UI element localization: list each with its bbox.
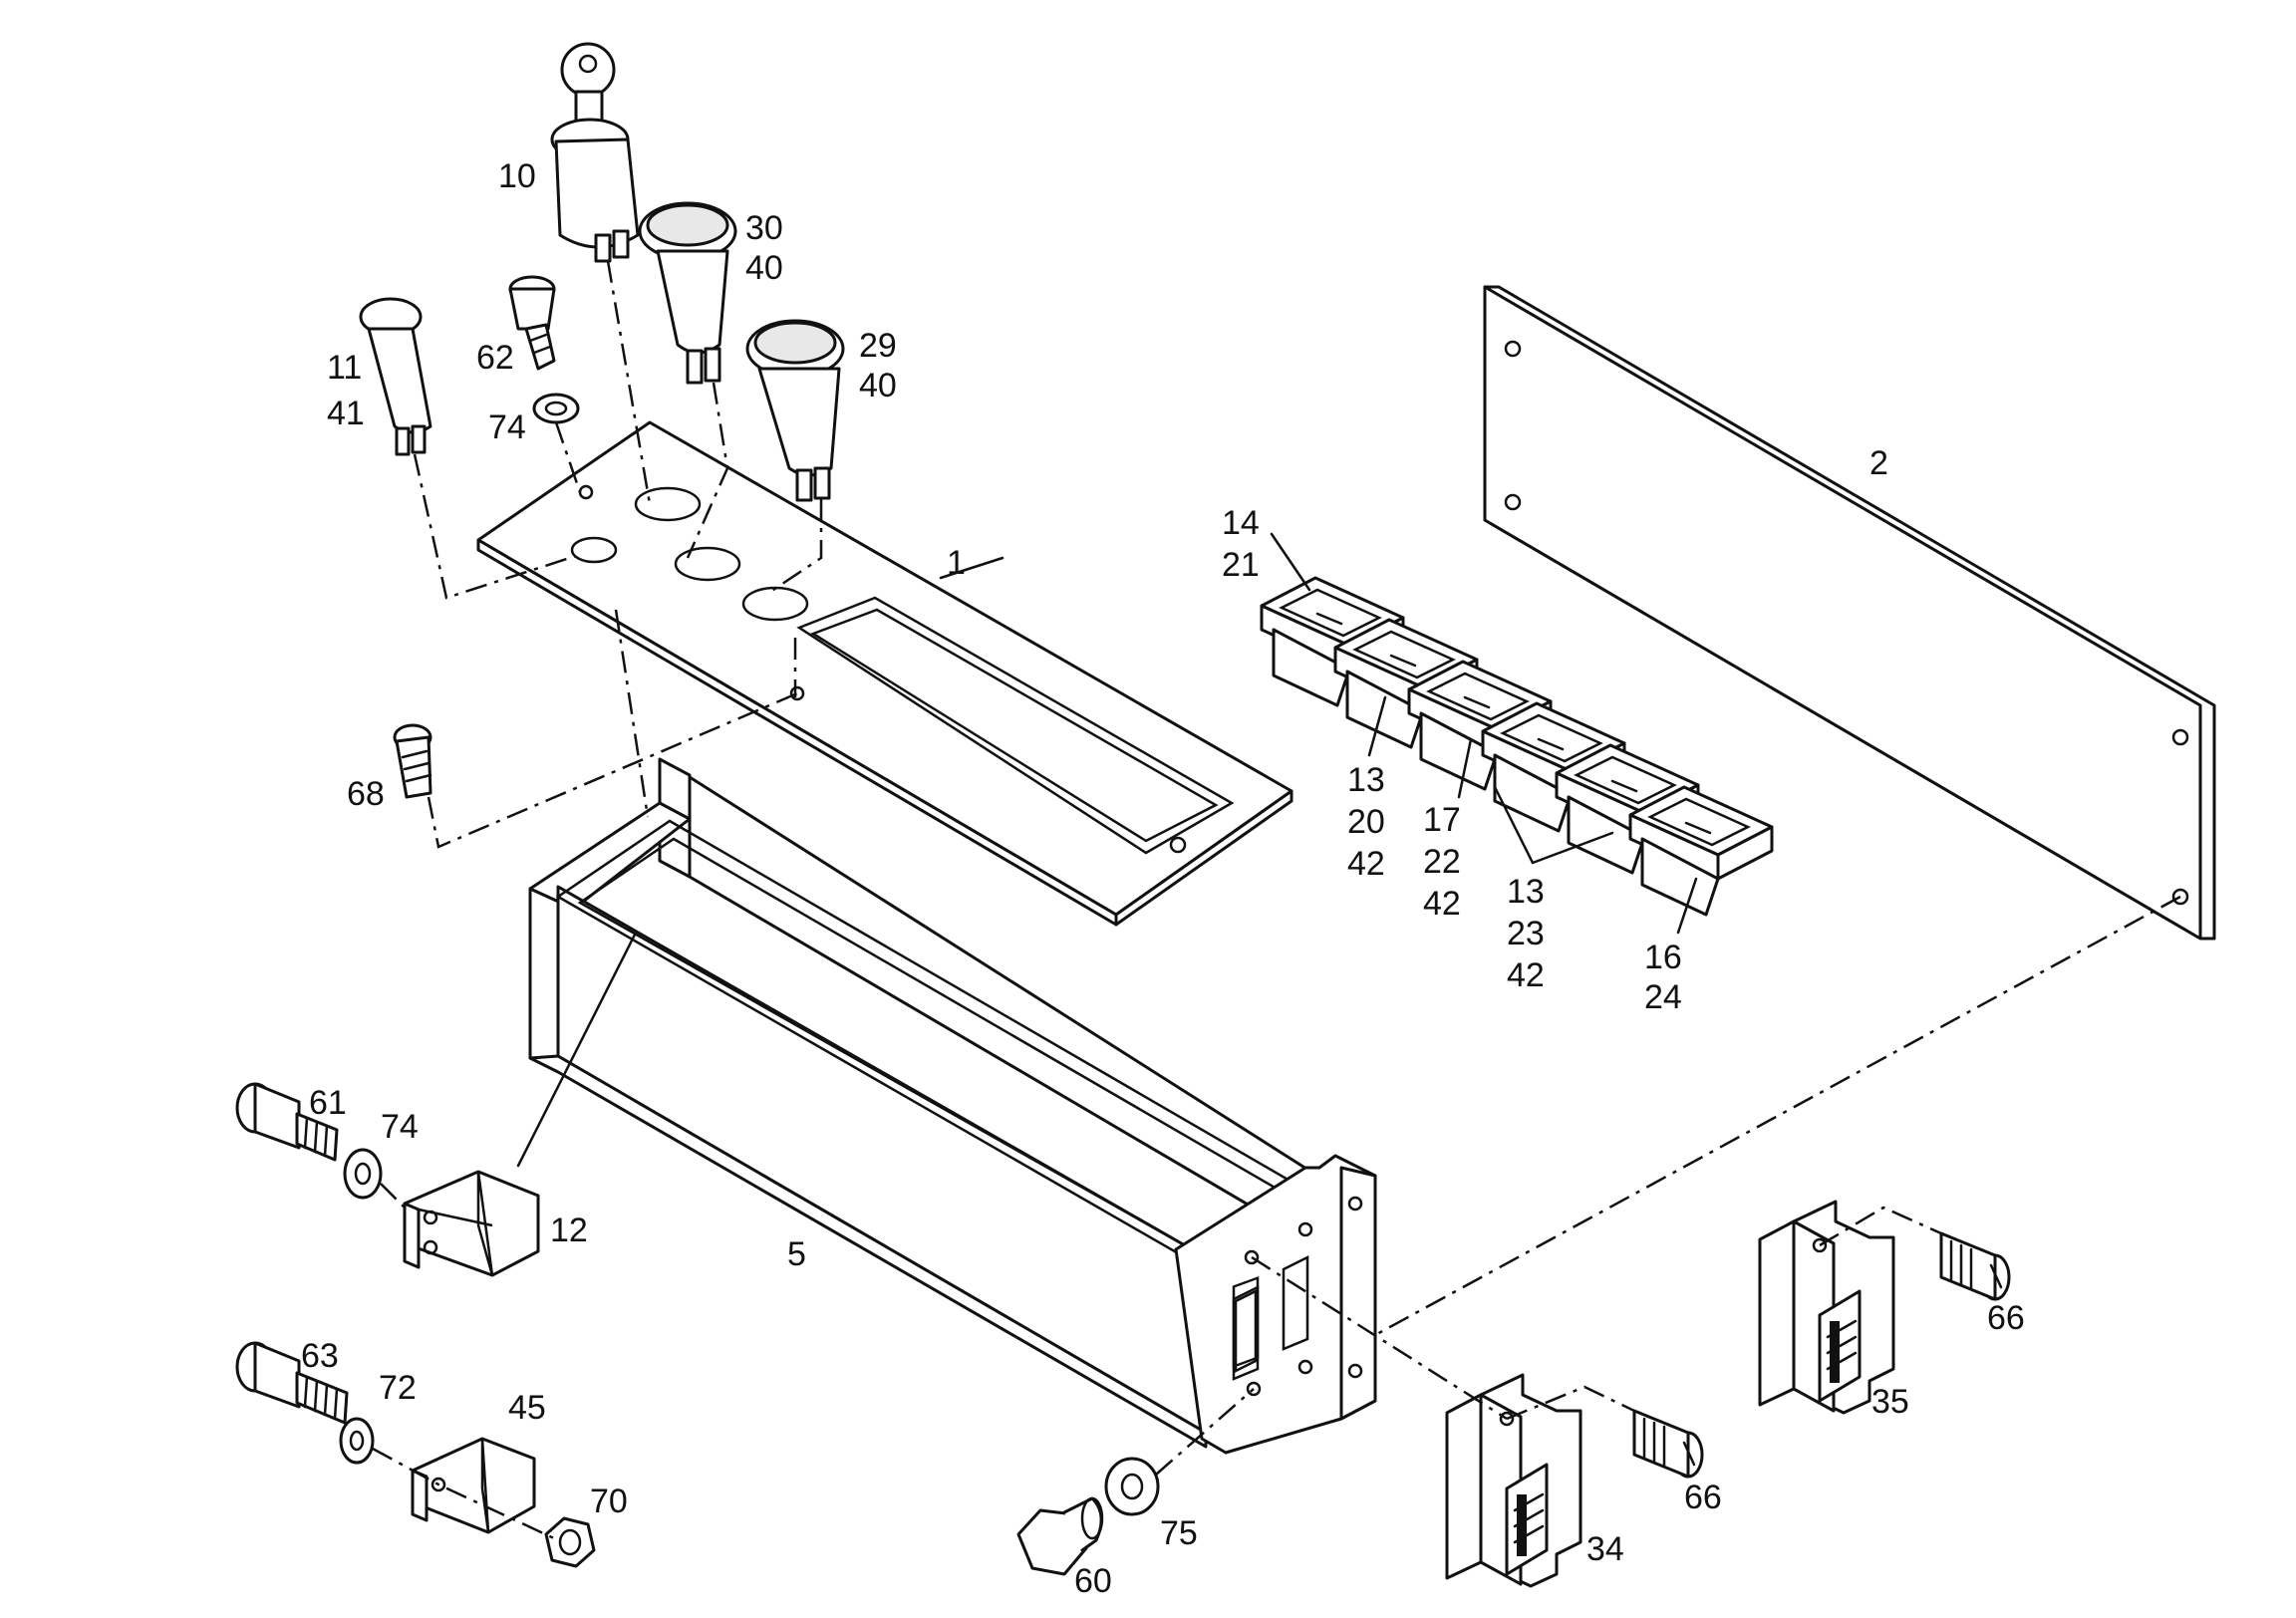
callout-5: 5 — [787, 1235, 806, 1273]
callout-2: 2 — [1869, 444, 1888, 482]
screw-icon — [393, 723, 432, 799]
top-mounting-plate — [476, 420, 1293, 927]
callout-13-b: 13 — [1507, 873, 1545, 911]
connector-block-icon — [1445, 1373, 1582, 1588]
callout-74-bottom: 74 — [381, 1108, 419, 1146]
callout-17-22: 22 — [1423, 843, 1461, 881]
pilot-light-icon — [638, 201, 737, 385]
callout-30-40: 40 — [745, 249, 783, 287]
screw-icon — [508, 275, 556, 371]
callout-13-b-42: 42 — [1507, 956, 1545, 994]
rocker-switch-row — [1260, 576, 1774, 917]
callout-12: 12 — [550, 1212, 588, 1249]
callout-45: 45 — [508, 1389, 546, 1427]
screw-icon — [235, 1082, 339, 1162]
callout-labels: 1 2 5 10 12 30 40 29 40 11 41 62 74 68 1… — [301, 157, 2025, 1600]
callout-63: 63 — [301, 1337, 339, 1375]
callout-74-top: 74 — [488, 408, 526, 446]
callout-72: 72 — [379, 1369, 417, 1407]
pilot-light-icon — [745, 319, 845, 502]
assembly-leader-lines — [372, 260, 2181, 1540]
callout-34: 34 — [1586, 1530, 1624, 1568]
bracket-icon — [403, 1170, 540, 1277]
callout-66-b: 66 — [1987, 1299, 2025, 1337]
callout-13-a-42: 42 — [1347, 845, 1385, 883]
pilot-light-icon — [359, 297, 432, 456]
callout-14-21: 21 — [1222, 546, 1260, 584]
callout-1: 1 — [947, 544, 966, 582]
callout-17-42: 42 — [1423, 885, 1461, 923]
washer-icon — [339, 1417, 375, 1465]
callout-68: 68 — [347, 775, 385, 813]
callout-17: 17 — [1423, 801, 1461, 839]
callout-30: 30 — [745, 209, 783, 247]
callout-14: 14 — [1222, 504, 1260, 542]
screw-icon — [1939, 1231, 2011, 1301]
callout-13-b-23: 23 — [1507, 915, 1545, 952]
callout-11-41: 41 — [327, 395, 365, 432]
callout-35: 35 — [1871, 1383, 1909, 1421]
bracket-icon — [411, 1437, 536, 1534]
hex-nut-icon — [544, 1516, 596, 1568]
callout-66-a: 66 — [1684, 1479, 1722, 1516]
washer-icon — [343, 1148, 383, 1200]
screw-icon — [235, 1341, 349, 1425]
washer-icon — [532, 393, 580, 424]
callout-60: 60 — [1074, 1562, 1112, 1600]
callout-13-a: 13 — [1347, 761, 1385, 799]
rear-panel-plate — [1483, 285, 2216, 941]
connector-block-icon — [1758, 1200, 1895, 1415]
callout-29-40: 40 — [859, 367, 897, 404]
callout-61: 61 — [309, 1084, 347, 1122]
screw-icon — [1632, 1409, 1704, 1479]
callout-16-24: 24 — [1644, 978, 1682, 1016]
callout-10: 10 — [498, 157, 536, 195]
callout-13-a-20: 20 — [1347, 803, 1385, 841]
callout-29: 29 — [859, 327, 897, 365]
callout-62: 62 — [476, 339, 514, 377]
key-switch-icon — [550, 42, 640, 263]
callout-16: 16 — [1644, 939, 1682, 976]
callout-75: 75 — [1160, 1514, 1198, 1552]
callout-70: 70 — [590, 1483, 628, 1520]
washer-icon — [1104, 1457, 1160, 1516]
rocker-switch-icon — [1628, 785, 1774, 917]
box-housing — [528, 757, 1377, 1455]
label-leader-lines — [516, 532, 1698, 1168]
screw-icon — [1016, 1496, 1104, 1576]
callout-11: 11 — [327, 349, 362, 387]
